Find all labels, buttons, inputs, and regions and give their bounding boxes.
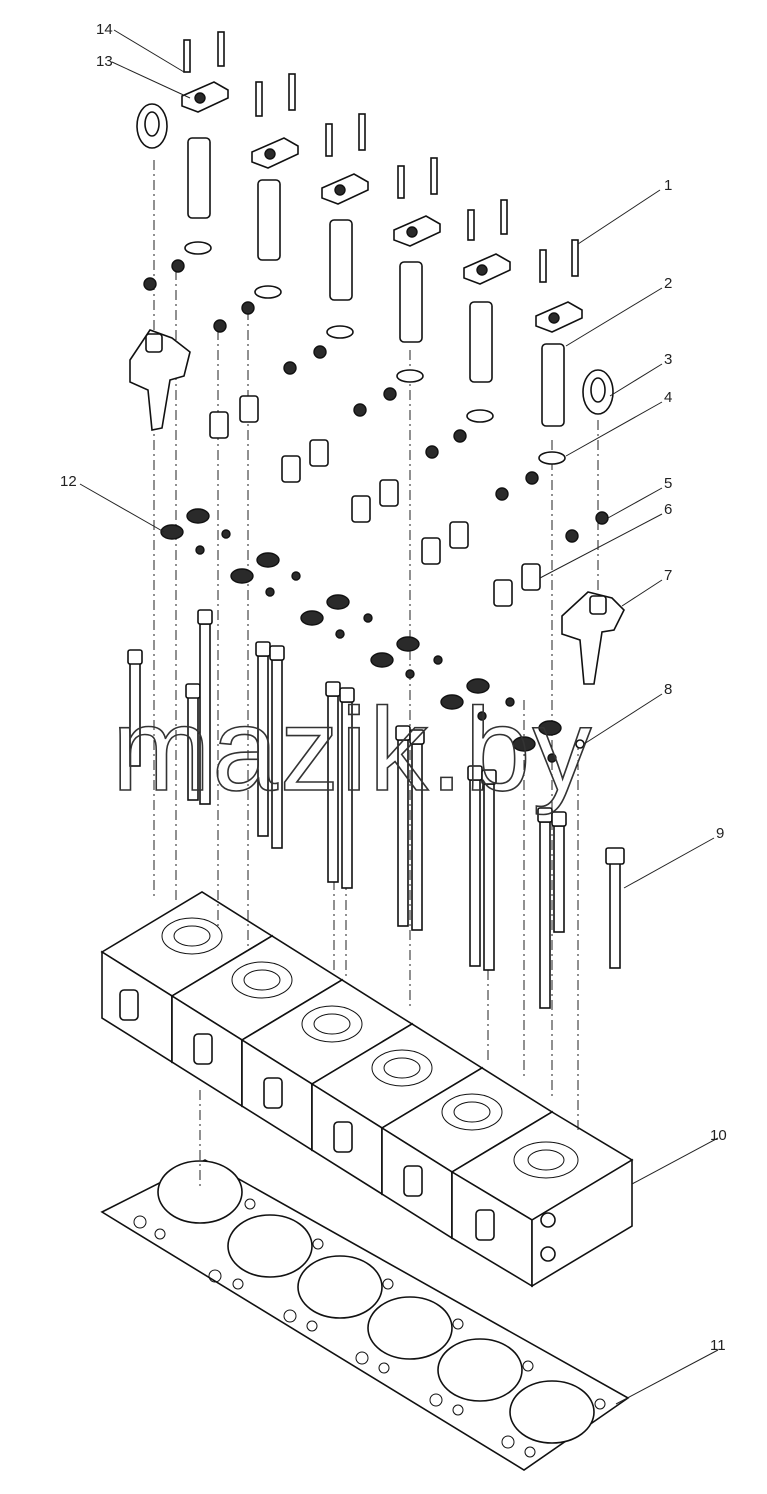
head-bolts [127,609,625,1009]
sleeve-5 [466,301,494,423]
callout-11: 11 [710,1337,726,1354]
callout-1: 1 [664,177,672,194]
callout-14: 14 [96,21,113,38]
callout-6: 6 [664,501,672,518]
spring-caps [160,508,585,763]
callout-3: 3 [664,351,672,368]
injector-sleeves [184,137,566,465]
callout-9: 9 [716,825,724,842]
rocker-brackets [181,31,583,333]
callout-13: 13 [96,53,113,70]
callout-5: 5 [664,475,672,492]
callout-4: 4 [664,389,672,406]
bracket-front [129,329,191,431]
cylinder-head-gasket [100,1159,630,1471]
lifting-eye-front [136,103,168,149]
lifting-eye-rear [582,369,614,415]
rocker-bracket-4 [393,157,441,247]
callout-8: 8 [664,681,672,698]
leader-lines [79,29,719,1405]
callout-2: 2 [664,275,672,292]
watermark: mazik.by [112,684,594,816]
rocker-bracket-2 [251,73,299,169]
bracket-rear [561,591,625,685]
sleeve-2 [254,179,282,299]
cylinder-head-6 [450,1111,634,1288]
sleeve-6 [538,343,566,465]
rocker-bracket-5 [463,199,511,285]
nuts [143,259,609,543]
callouts: 1 2 3 4 5 6 7 8 9 10 11 12 13 14 [60,21,727,1354]
rocker-bracket-3 [321,113,369,205]
callout-10: 10 [710,1127,727,1144]
brackets [129,329,625,685]
sleeve-1 [184,137,212,255]
cylinder-heads [100,891,634,1288]
rocker-bracket-6 [535,239,583,333]
sleeve-4 [396,261,424,383]
callout-12: 12 [60,473,77,490]
lifting-eyes [136,103,614,415]
sleeve-3 [326,219,354,339]
spacers [209,395,541,607]
rocker-bracket-1 [181,31,229,113]
callout-7: 7 [664,567,672,584]
